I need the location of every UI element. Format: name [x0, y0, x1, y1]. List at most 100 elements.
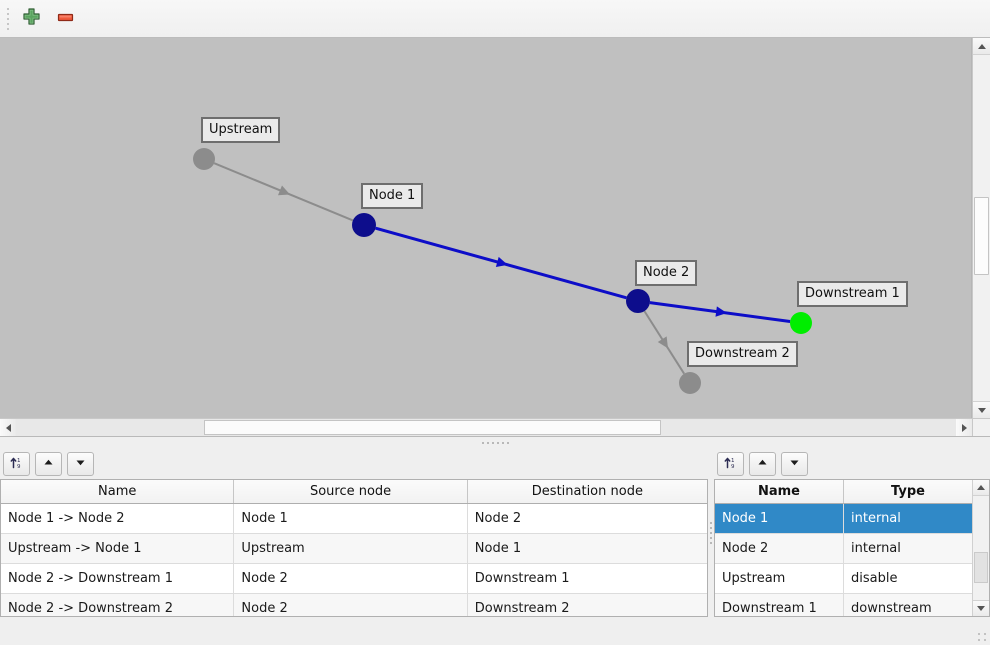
horizontal-splitter[interactable]	[0, 436, 990, 449]
nodes-move-up-button[interactable]	[749, 452, 776, 476]
graph-node-label-node1[interactable]: Node 1	[361, 183, 424, 209]
graph-drawing	[193, 148, 812, 394]
nodes-move-down-button[interactable]	[781, 452, 808, 476]
cell-type[interactable]: disable	[843, 563, 972, 594]
cell-name[interactable]: Node 1	[715, 503, 844, 534]
graph-node-node1[interactable]	[352, 213, 376, 237]
graph-node-downstream2[interactable]	[679, 372, 701, 394]
nodes-panel-toolbar: 1 9	[714, 449, 990, 479]
edge-arrow-icon	[657, 336, 669, 349]
cell-destination[interactable]: Downstream 1	[467, 563, 707, 594]
nodes-vscroll-track[interactable]	[973, 496, 989, 600]
nodes-table-vertical-scrollbar[interactable]	[972, 480, 989, 616]
triangle-up-icon	[977, 43, 986, 49]
cell-type[interactable]: internal	[843, 533, 972, 564]
svg-text:9: 9	[731, 464, 735, 470]
minus-icon	[56, 8, 75, 30]
canvas-vscroll-thumb[interactable]	[974, 196, 989, 275]
triangle-down-icon	[977, 606, 985, 611]
cell-source[interactable]: Node 2	[233, 593, 468, 616]
svg-text:1: 1	[731, 458, 735, 464]
toolbar-drag-handle[interactable]	[3, 7, 12, 31]
column-header-destination-node[interactable]: Destination node	[467, 480, 707, 504]
graph-node-label-downstream2[interactable]: Downstream 2	[687, 341, 798, 367]
cell-type[interactable]: internal	[843, 503, 972, 534]
canvas-vertical-scrollbar[interactable]	[972, 38, 990, 418]
scroll-down-button[interactable]	[973, 401, 990, 418]
splitter-grip-icon	[481, 442, 509, 444]
graph-node-label-node2[interactable]: Node 2	[635, 260, 698, 286]
triangle-left-icon	[5, 423, 11, 432]
edge-arrow-icon	[495, 256, 508, 268]
column-header-name[interactable]: Name	[715, 480, 844, 504]
add-node-button[interactable]	[16, 5, 46, 33]
canvas-hscroll-track[interactable]	[16, 419, 956, 436]
edges-move-up-button[interactable]	[35, 452, 62, 476]
triangle-up-icon	[977, 485, 985, 490]
cell-name[interactable]: Upstream -> Node 1	[1, 533, 235, 564]
scroll-left-button[interactable]	[0, 419, 16, 436]
triangle-down-icon	[74, 456, 87, 472]
sort-ascending-icon: 1 9	[723, 455, 738, 473]
column-header-type[interactable]: Type	[843, 480, 972, 504]
cell-name[interactable]: Node 2 -> Downstream 1	[1, 563, 235, 594]
cell-destination[interactable]: Node 2	[467, 503, 707, 534]
cell-destination[interactable]: Node 1	[467, 533, 707, 564]
triangle-right-icon	[961, 423, 967, 432]
cell-name[interactable]: Node 2 -> Downstream 2	[1, 593, 235, 616]
vertical-splitter[interactable]	[708, 449, 714, 617]
edge-arrow-icon	[715, 306, 727, 317]
nodes-sort-button[interactable]: 1 9	[717, 452, 744, 476]
splitter-grip-icon	[710, 522, 712, 544]
cell-destination[interactable]: Downstream 2	[467, 593, 707, 616]
cell-name[interactable]: Node 1 -> Node 2	[1, 503, 235, 534]
scroll-right-button[interactable]	[956, 419, 972, 436]
triangle-down-icon	[977, 407, 986, 413]
cell-name[interactable]: Downstream 1	[715, 593, 844, 616]
graph-node-upstream[interactable]	[193, 148, 215, 170]
graph-node-label-downstream1[interactable]: Downstream 1	[797, 281, 908, 307]
graph-node-node2[interactable]	[626, 289, 650, 313]
graph-node-label-upstream[interactable]: Upstream	[201, 117, 281, 143]
cell-name[interactable]: Node 2	[715, 533, 844, 564]
column-header-source-node[interactable]: Source node	[233, 480, 468, 504]
triangle-up-icon	[756, 456, 769, 472]
edges-panel-toolbar: 1 9	[0, 449, 708, 479]
cell-source[interactable]: Upstream	[233, 533, 468, 564]
scroll-up-button[interactable]	[973, 38, 990, 55]
graph-node-downstream1[interactable]	[790, 312, 812, 334]
svg-text:1: 1	[17, 458, 21, 464]
canvas-hscroll-thumb[interactable]	[204, 420, 661, 435]
edges-move-down-button[interactable]	[67, 452, 94, 476]
canvas-horizontal-scrollbar[interactable]	[0, 418, 990, 436]
cell-name[interactable]: Upstream	[715, 563, 844, 594]
nodes-panel: 1 9	[714, 449, 990, 617]
canvas-vscroll-track[interactable]	[973, 55, 990, 401]
nodes-vscroll-thumb[interactable]	[974, 552, 988, 584]
edges-sort-button[interactable]: 1 9	[3, 452, 30, 476]
remove-node-button[interactable]	[50, 5, 80, 33]
cell-type[interactable]: downstream	[843, 593, 972, 616]
resize-grip-icon[interactable]	[978, 633, 988, 643]
cell-source[interactable]: Node 1	[233, 503, 468, 534]
scroll-down-button[interactable]	[973, 600, 989, 616]
triangle-up-icon	[42, 456, 55, 472]
scroll-up-button[interactable]	[973, 480, 989, 496]
column-header-name[interactable]: Name	[1, 480, 235, 504]
cell-source[interactable]: Node 2	[233, 563, 468, 594]
